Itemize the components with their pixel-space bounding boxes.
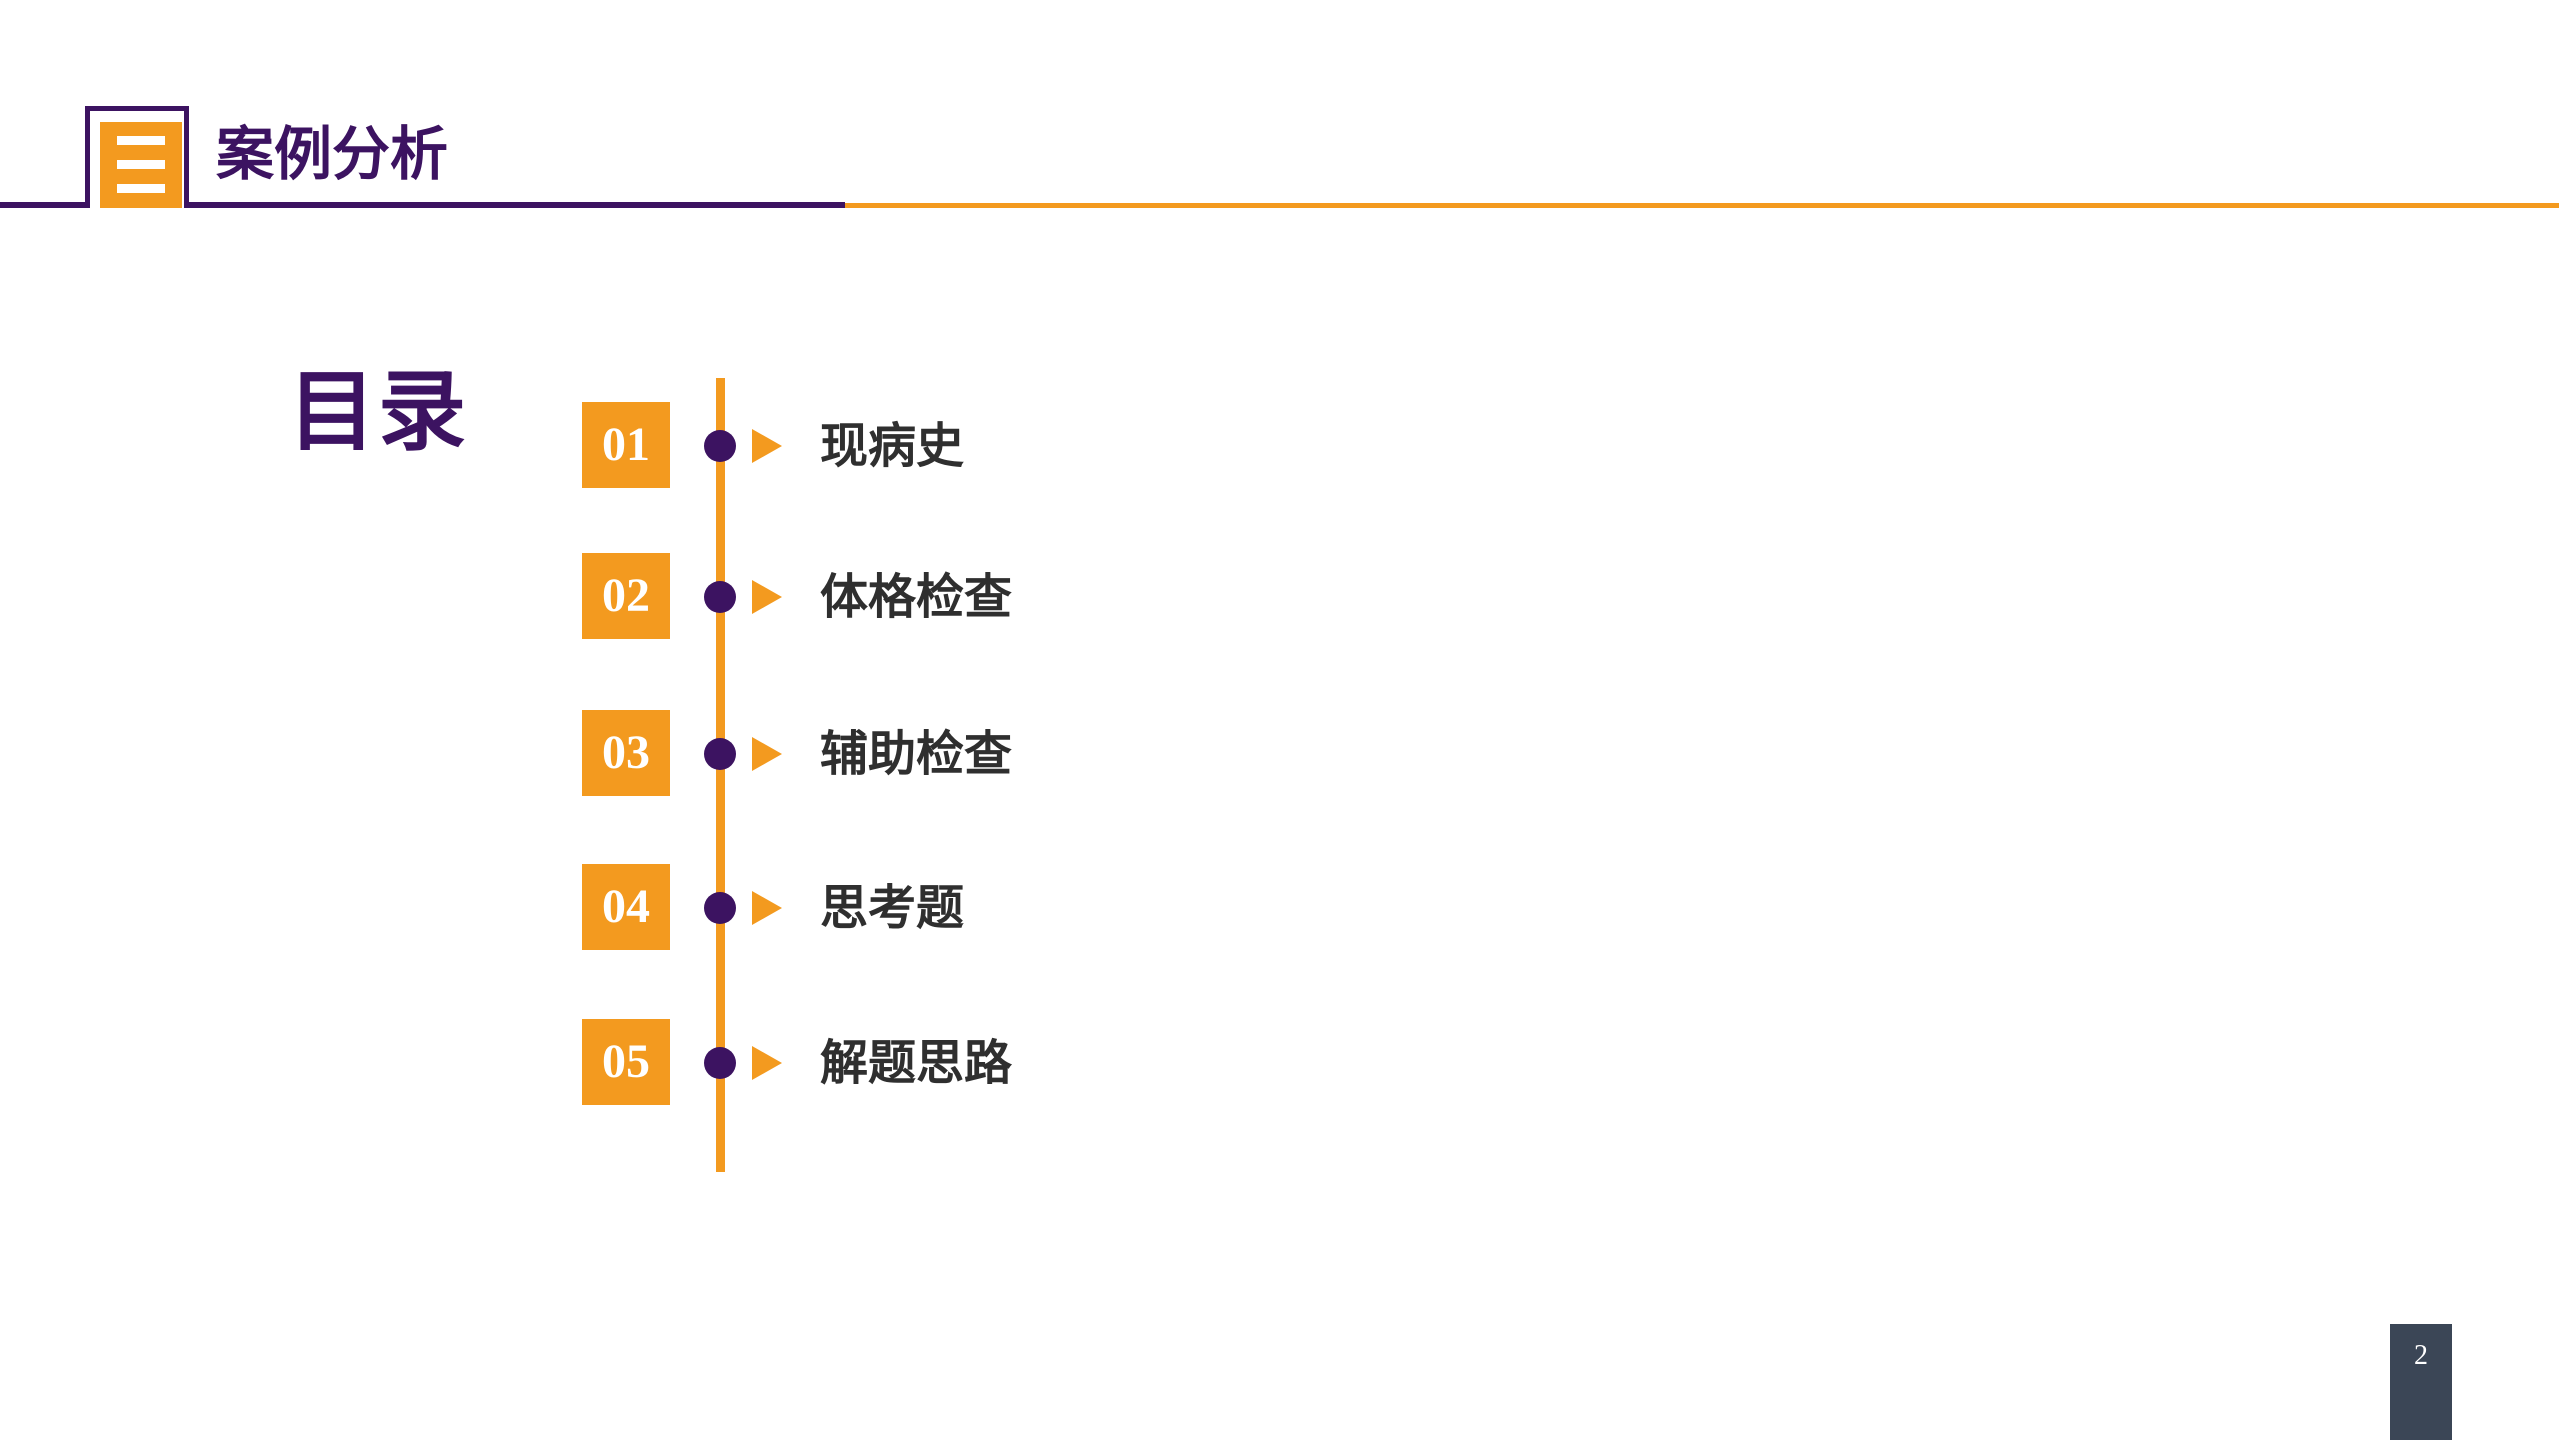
timeline-dot [704,581,736,613]
toc-item-label: 思考题 [820,880,965,936]
play-arrow-icon [752,1046,782,1080]
timeline-dot [704,1047,736,1079]
toc-item-1[interactable]: 01 现病史 [0,402,2559,488]
toc-item-label: 解题思路 [820,1035,1013,1091]
play-arrow-icon [752,737,782,771]
header-divider-purple [0,202,845,208]
toc-number-badge: 04 [582,864,670,950]
toc-item-label: 现病史 [820,418,965,474]
header-divider-orange [845,203,2559,208]
toc-item-3[interactable]: 03 辅助检查 [0,710,2559,796]
toc-item-label: 体格检查 [820,569,1013,625]
toc-title: 目录 [288,360,469,463]
menu-lines-icon [100,122,182,208]
page-number: 2 [2390,1324,2452,1440]
play-arrow-icon [752,429,782,463]
play-arrow-icon [752,891,782,925]
menu-line [117,136,165,145]
toc-number-badge: 05 [582,1019,670,1105]
timeline-line [716,378,725,1172]
toc-number-badge: 02 [582,553,670,639]
play-arrow-icon [752,580,782,614]
menu-line [117,184,165,193]
timeline-dot [704,892,736,924]
toc-item-5[interactable]: 05 解题思路 [0,1019,2559,1105]
menu-line [117,160,165,169]
timeline-dot [704,430,736,462]
toc-item-2[interactable]: 02 体格检查 [0,553,2559,639]
section-title: 案例分析 [216,120,449,188]
timeline-dot [704,738,736,770]
toc-number-badge: 01 [582,402,670,488]
toc-item-label: 辅助检查 [820,726,1013,782]
toc-number-badge: 03 [582,710,670,796]
toc-item-4[interactable]: 04 思考题 [0,864,2559,950]
